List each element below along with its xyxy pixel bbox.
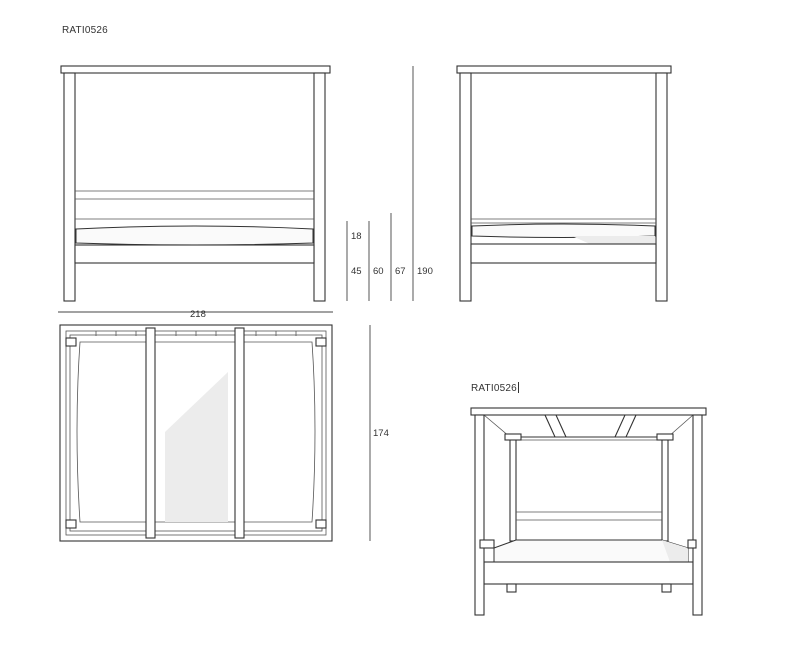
depth-dimension-label: 174 xyxy=(373,428,389,439)
persp-mattress xyxy=(493,539,689,563)
front-bed-frame xyxy=(74,244,315,264)
top-view xyxy=(59,324,371,542)
top-mattress-outline xyxy=(76,341,316,523)
headboard-dimension-label: 18 xyxy=(351,231,362,242)
top-right-beam xyxy=(234,327,245,539)
front-canopy-top xyxy=(60,65,331,74)
side-right-post xyxy=(655,72,668,302)
height-dimension-lines xyxy=(58,66,414,313)
drawing-code-label: RATI0526 xyxy=(62,25,108,36)
persp-front-left-post xyxy=(474,414,485,616)
width-dimension-label: 218 xyxy=(190,309,206,320)
persp-front-right-post xyxy=(692,414,703,616)
perspective-view xyxy=(470,407,707,616)
mattress-height-label: 60 xyxy=(373,266,384,277)
total-height-label: 190 xyxy=(417,266,433,277)
front-right-post xyxy=(313,72,326,302)
text-cursor xyxy=(517,382,519,393)
side-bed-frame xyxy=(470,243,657,264)
side-canopy-top xyxy=(456,65,672,74)
front-left-post xyxy=(63,72,76,302)
side-view xyxy=(456,65,672,302)
persp-bed-frame xyxy=(483,561,694,585)
side-left-post xyxy=(459,72,472,302)
front-mattress xyxy=(75,225,314,246)
perspective-code-text: RATI0526 xyxy=(471,383,517,394)
top-left-beam xyxy=(145,327,156,539)
perspective-code-label: RATI0526 xyxy=(471,382,519,394)
rail-height-label: 67 xyxy=(395,266,406,277)
front-view xyxy=(60,65,331,302)
persp-canopy-top xyxy=(470,407,707,416)
seat-height-label: 45 xyxy=(351,266,362,277)
side-mattress xyxy=(471,223,656,238)
